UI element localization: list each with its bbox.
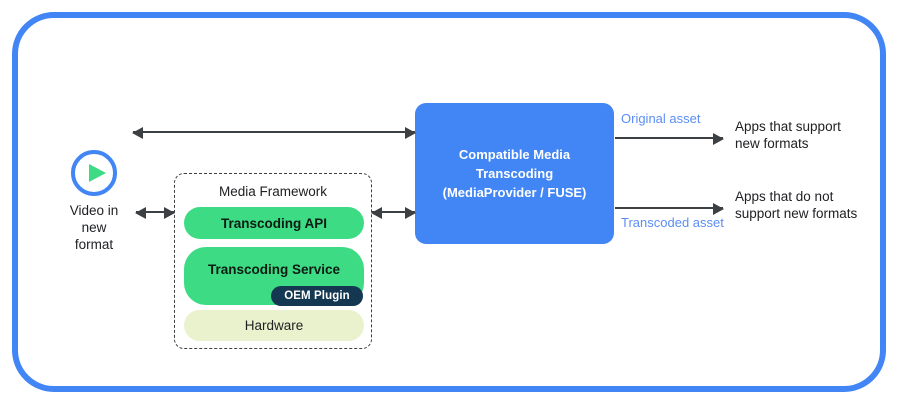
arrow-head-right-icon (164, 207, 175, 219)
arrow-head-right-icon (713, 133, 724, 145)
arrow-original-asset (615, 133, 724, 145)
apps-no-support-new-formats-label: Apps that do not support new formats (735, 189, 858, 221)
apps-support-new-formats-label: Apps that support new formats (735, 119, 841, 151)
hardware-box: Hardware (184, 310, 364, 341)
play-circle-icon (71, 150, 117, 196)
arrow-video-to-framework (135, 207, 175, 219)
arrow-head-right-icon (405, 207, 416, 219)
original-asset-label: Original asset (621, 111, 701, 126)
arrow-head-left-icon (135, 207, 146, 219)
arrow-framework-to-transcoder (371, 207, 416, 219)
arrow-head-right-icon (405, 127, 416, 139)
arrow-head-left-icon (132, 127, 143, 139)
play-triangle-icon (89, 164, 106, 182)
video-source-label: Video in new format (69, 203, 119, 252)
arrow-source-to-transcoder (132, 127, 416, 139)
media-framework-title: Media Framework (218, 184, 328, 199)
compatible-media-transcoding-node: Compatible Media Transcoding (MediaProvi… (415, 103, 614, 244)
transcoded-asset-label: Transcoded asset (621, 215, 724, 230)
arrow-head-left-icon (371, 207, 382, 219)
transcoding-api-box: Transcoding API (184, 207, 364, 239)
media-framework-group: Media Framework Transcoding API Transcod… (174, 173, 372, 349)
arrow-transcoded-asset (615, 203, 724, 215)
oem-plugin-badge: OEM Plugin (271, 286, 363, 306)
arrow-head-right-icon (713, 203, 724, 215)
